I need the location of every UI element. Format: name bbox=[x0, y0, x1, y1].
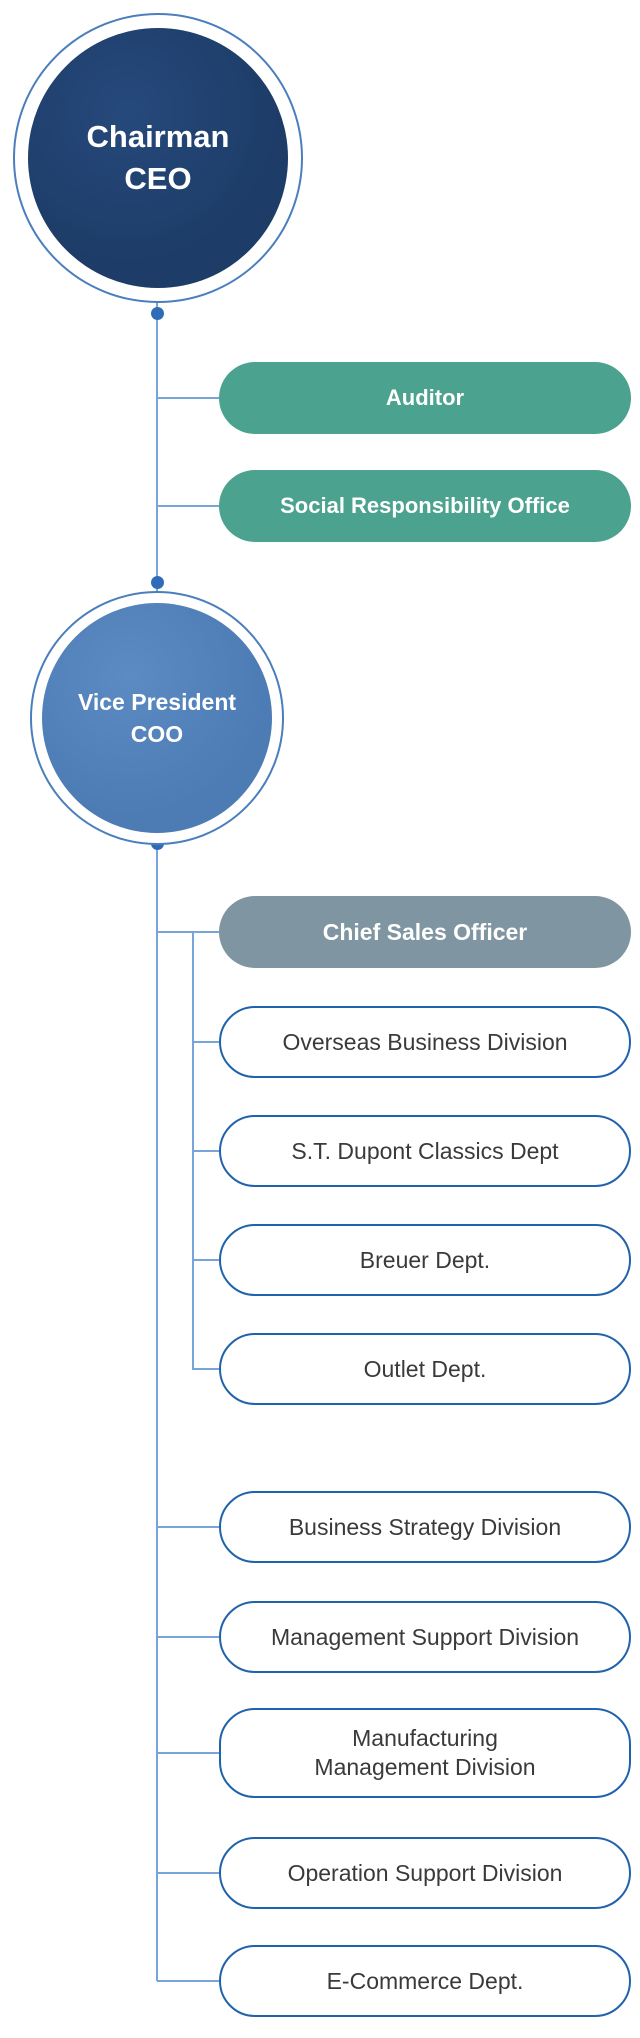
node-operation-support-division-label: Operation Support Division bbox=[287, 1859, 563, 1886]
chairman-subtitle: CEO bbox=[124, 161, 192, 196]
node-ecommerce-dept: E-Commerce Dept. bbox=[219, 1945, 631, 2017]
node-breuer-dept-label: Breuer Dept. bbox=[359, 1246, 491, 1273]
main-vertical-connector bbox=[156, 303, 158, 1981]
connector-manufacturing-management bbox=[157, 1752, 219, 1754]
vice-president-title: Vice President bbox=[77, 688, 237, 715]
node-management-support-division: Management Support Division bbox=[219, 1601, 631, 1673]
dot-below-chairman bbox=[151, 307, 164, 320]
connector-social-responsibility bbox=[157, 505, 219, 507]
node-management-support-division-label: Management Support Division bbox=[270, 1623, 580, 1650]
node-business-strategy-division-label: Business Strategy Division bbox=[288, 1513, 562, 1540]
connector-management-support bbox=[157, 1636, 219, 1638]
connector-chief-sales-officer bbox=[157, 931, 219, 933]
node-manufacturing-management-division: Manufacturing Management Division bbox=[219, 1708, 631, 1798]
connector-outlet bbox=[192, 1368, 219, 1370]
connector-operation-support bbox=[157, 1872, 219, 1874]
connector-auditor bbox=[157, 397, 219, 399]
node-dupont-classics-dept-label: S.T. Dupont Classics Dept bbox=[291, 1137, 559, 1164]
node-social-responsibility-office-label: Social Responsibility Office bbox=[280, 493, 570, 519]
dot-above-vice-president bbox=[151, 576, 164, 589]
node-operation-support-division: Operation Support Division bbox=[219, 1837, 631, 1909]
connector-breuer bbox=[192, 1259, 219, 1261]
vice-president-node: Vice President COO bbox=[42, 603, 272, 833]
node-business-strategy-division: Business Strategy Division bbox=[219, 1491, 631, 1563]
chairman-node: Chairman CEO bbox=[28, 28, 288, 288]
node-auditor: Auditor bbox=[219, 362, 631, 434]
connector-ecommerce bbox=[157, 1980, 219, 1982]
vice-president-subtitle: COO bbox=[130, 721, 184, 747]
node-chief-sales-officer: Chief Sales Officer bbox=[219, 896, 631, 968]
node-overseas-business-division: Overseas Business Division bbox=[219, 1006, 631, 1078]
node-outlet-dept: Outlet Dept. bbox=[219, 1333, 631, 1405]
node-dupont-classics-dept: S.T. Dupont Classics Dept bbox=[219, 1115, 631, 1187]
node-outlet-dept-label: Outlet Dept. bbox=[363, 1355, 487, 1382]
connector-business-strategy bbox=[157, 1526, 219, 1528]
node-ecommerce-dept-label: E-Commerce Dept. bbox=[326, 1967, 524, 1994]
node-social-responsibility-office: Social Responsibility Office bbox=[219, 470, 631, 542]
chairman-title: Chairman bbox=[86, 119, 230, 155]
node-manufacturing-management-division-label: Manufacturing Management Division bbox=[314, 1725, 536, 1780]
node-chief-sales-officer-label: Chief Sales Officer bbox=[322, 918, 528, 945]
node-overseas-business-division-label: Overseas Business Division bbox=[282, 1028, 568, 1055]
node-auditor-label: Auditor bbox=[385, 385, 465, 411]
node-breuer-dept: Breuer Dept. bbox=[219, 1224, 631, 1296]
connector-overseas-business bbox=[192, 1041, 219, 1043]
connector-dupont-classics bbox=[192, 1150, 219, 1152]
